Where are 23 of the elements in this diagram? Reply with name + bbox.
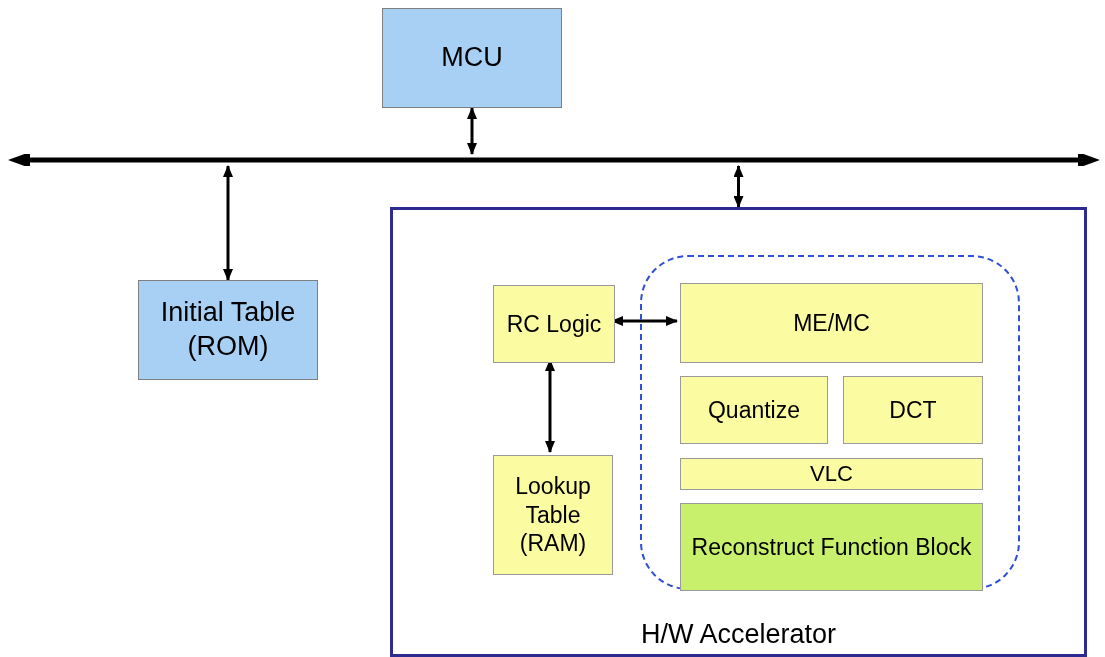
box-label: H/W Accelerator bbox=[639, 618, 838, 652]
process-box bbox=[680, 376, 828, 444]
process-box bbox=[138, 280, 318, 380]
box-label: ME/MC bbox=[792, 308, 871, 338]
arrow bbox=[467, 107, 477, 155]
process-box bbox=[680, 283, 983, 363]
box-label: MCU bbox=[440, 41, 504, 75]
process-box bbox=[843, 376, 983, 444]
box-label: VLC bbox=[809, 460, 854, 488]
process-box bbox=[680, 458, 983, 490]
box-label: DCT bbox=[888, 395, 938, 425]
process-box bbox=[382, 8, 562, 108]
process-box bbox=[493, 455, 613, 575]
process-box bbox=[493, 285, 615, 363]
arrow bbox=[223, 165, 233, 281]
box-label: RC Logic bbox=[505, 309, 603, 339]
box-label: Lookup Table (RAM) bbox=[514, 471, 592, 559]
box-label: Quantize bbox=[706, 395, 802, 425]
box-label: Reconstruct Function Block bbox=[690, 532, 973, 562]
box-label: Initial Table (ROM) bbox=[159, 296, 297, 363]
arrow bbox=[733, 165, 744, 208]
process-box bbox=[680, 503, 983, 591]
accelerator-container bbox=[390, 207, 1087, 657]
